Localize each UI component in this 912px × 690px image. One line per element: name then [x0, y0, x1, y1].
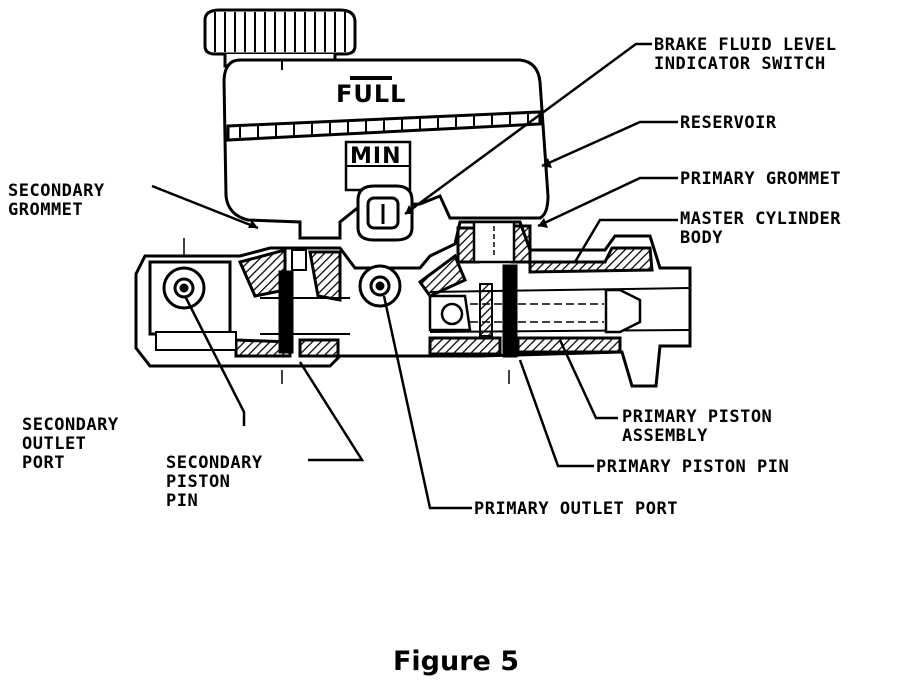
brake-fluid-level-switch — [356, 184, 414, 242]
figure-caption: Figure 5 — [392, 646, 520, 677]
label-secondary-outlet-port: SECONDARY OUTLET PORT — [22, 415, 119, 473]
secondary-outlet-port — [162, 266, 206, 310]
master-cylinder-body — [134, 220, 692, 388]
reservoir-cap — [203, 8, 357, 68]
center-marks — [183, 238, 510, 384]
label-primary-grommet: PRIMARY GROMMET — [680, 169, 842, 189]
label-primary-outlet-port: PRIMARY OUTLET PORT — [474, 499, 678, 519]
leader-arrowheads — [248, 158, 552, 228]
label-reservoir: RESERVOIR — [680, 113, 777, 133]
leader-lines — [151, 42, 678, 510]
min-mark: MIN — [350, 144, 402, 169]
full-mark: FULL — [336, 80, 407, 108]
label-secondary-grommet: SECONDARY GROMMET — [8, 181, 105, 220]
label-primary-piston-assembly: PRIMARY PISTON ASSEMBLY — [622, 407, 773, 446]
label-primary-piston-pin: PRIMARY PISTON PIN — [596, 457, 790, 477]
primary-outlet-port — [358, 264, 402, 308]
label-master-cylinder-body: MASTER CYLINDER BODY — [680, 209, 842, 248]
label-secondary-piston-pin: SECONDARY PISTON PIN — [166, 453, 263, 511]
label-brake-fluid-level-switch: BRAKE FLUID LEVEL INDICATOR SWITCH — [654, 35, 837, 74]
